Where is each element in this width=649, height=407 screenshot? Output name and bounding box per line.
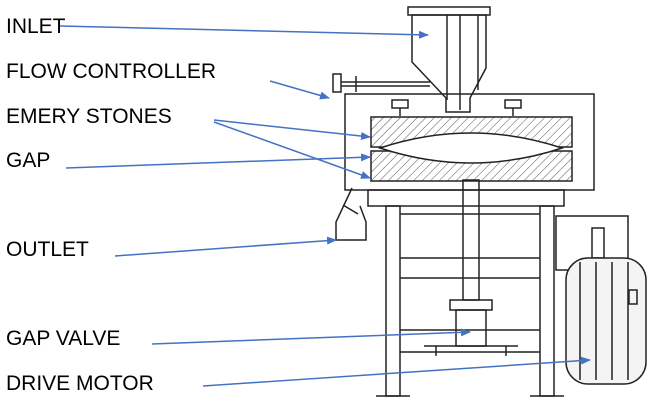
flow-controller-arrow: [269, 80, 330, 100]
drive-motor-arrow: [202, 356, 591, 387]
flow-controller: [332, 73, 430, 93]
label-drive-motor: DRIVE MOTOR: [6, 372, 154, 395]
label-gap-valve: GAP VALVE: [6, 327, 121, 350]
outlet-chute: [335, 187, 367, 241]
label-arrows: [59, 25, 591, 387]
outlet-arrow: [114, 236, 337, 257]
inlet-arrow: [59, 25, 429, 39]
gap-valve-arrow: [151, 328, 471, 345]
gap-arrow: [65, 153, 371, 169]
label-flow-controller: FLOW CONTROLLER: [6, 60, 217, 83]
label-gap: GAP: [6, 149, 51, 172]
machine-frame: [367, 189, 565, 397]
inlet-hopper: [407, 6, 491, 113]
emery-stones: [370, 116, 573, 182]
drive-motor: [555, 215, 647, 385]
label-outlet: OUTLET: [6, 238, 89, 261]
emery-stones-arrow-upper: [213, 119, 371, 141]
label-inlet: INLET: [6, 15, 66, 38]
label-emery-stones: EMERY STONES: [6, 105, 172, 128]
gap-valve: [424, 299, 518, 356]
emery-stones-arrow-lower: [213, 121, 371, 179]
drive-shaft: [462, 179, 480, 301]
